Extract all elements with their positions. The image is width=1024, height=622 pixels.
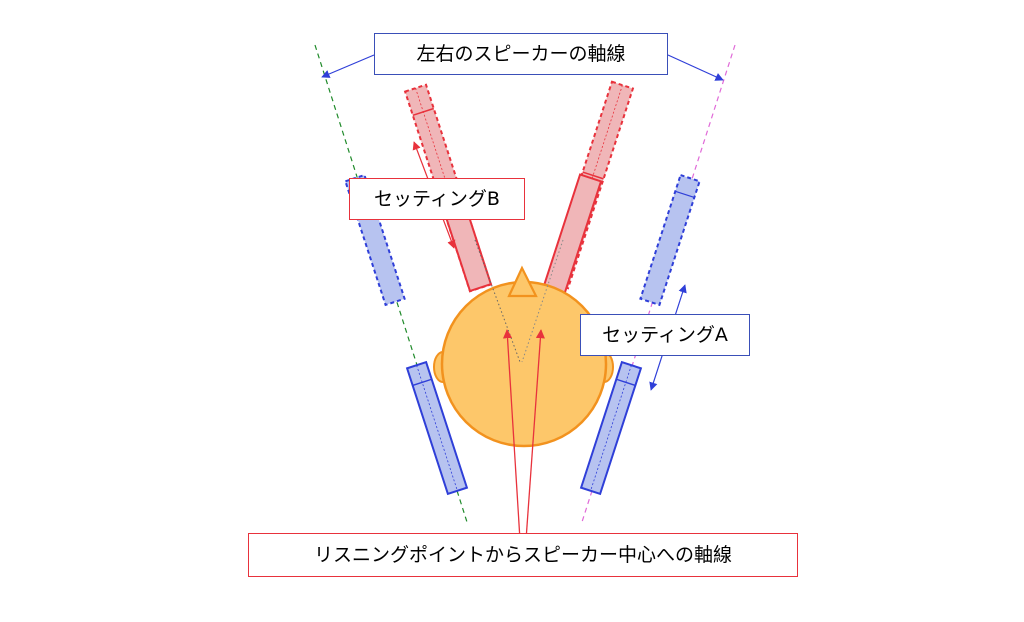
listening-axes-label: リスニングポイントからスピーカー中心への軸線 (248, 533, 798, 577)
head-circle (440, 280, 608, 448)
nose-triangle (507, 265, 538, 298)
listening-dotted-line-left (474, 239, 521, 363)
setting-a-left-speaker (405, 360, 469, 496)
listening-axis-arrow-left (502, 329, 521, 541)
listening-dotted-line-right (521, 239, 564, 363)
speaker-axes-pointer-left (321, 54, 375, 78)
speaker-axes-label: 左右のスピーカーの軸線 (374, 33, 668, 75)
listener-head (433, 265, 614, 448)
listening-axis-arrow-right (525, 329, 545, 541)
setting-b-label: セッティングB (349, 178, 525, 220)
setting-a-right-speaker-dashed (639, 173, 701, 307)
setting-a-right-speaker (579, 360, 643, 496)
speaker-axes-pointer-right (667, 54, 724, 81)
setting-a-label: セッティングA (580, 314, 750, 356)
